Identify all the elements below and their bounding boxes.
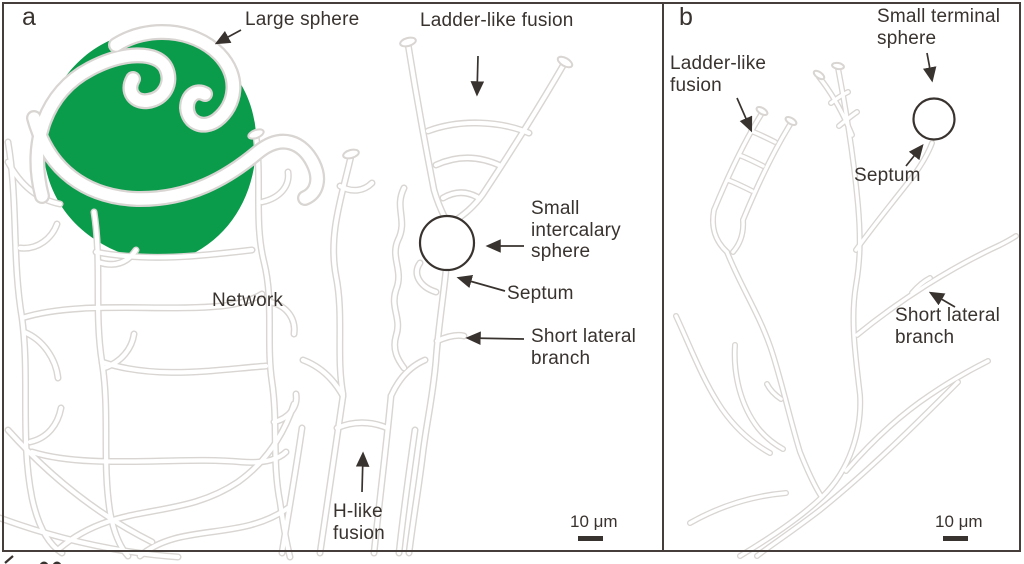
scale-bar-label-b: 10 μm — [935, 512, 983, 531]
panel-divider — [662, 2, 665, 552]
short-lateral-arrow-a — [465, 331, 525, 346]
h-fusion-line-1: H-like — [333, 501, 383, 522]
network-label: Network — [212, 290, 284, 311]
large-sphere-arrow — [214, 29, 242, 45]
intercalary-sphere-label: Small intercalary sphere — [531, 198, 621, 263]
short-lateral-label-b: Short lateral branch — [895, 305, 1000, 348]
ladder-b-line-2: fusion — [670, 74, 722, 96]
scale-bar-label-a: 10 μm — [570, 512, 618, 531]
short-lateral-b-line-2: branch — [895, 326, 955, 348]
terminal-sphere-arrow — [922, 52, 937, 83]
h-fusion-arrow — [355, 451, 370, 493]
terminal-line-2: sphere — [877, 27, 937, 49]
scale-bar-b — [943, 536, 968, 541]
septum-arrow-b — [905, 144, 924, 167]
intercalary-line-1: Small — [531, 198, 580, 219]
large-sphere-label: Large sphere — [245, 9, 360, 30]
septum-label-a: Septum — [507, 283, 574, 304]
open-tube-tips — [247, 36, 845, 160]
small-terminal-sphere-shape — [912, 97, 956, 141]
panel-a-letter: a — [22, 3, 36, 31]
short-lateral-b-line-1: Short lateral — [895, 305, 1001, 326]
ladder-b-line-1: Ladder-like — [670, 53, 767, 74]
h-fusion-line-2: fusion — [333, 522, 385, 544]
short-lateral-a-line-1: Short lateral — [531, 326, 637, 347]
septum-label-b: Septum — [854, 165, 921, 186]
small-intercalary-sphere-shape — [418, 214, 476, 272]
intercalary-line-3: sphere — [531, 241, 591, 262]
ladder-fusion-arrow-b — [736, 97, 753, 133]
annotation-arrows — [214, 29, 956, 493]
septum-arrow-a — [456, 274, 506, 292]
panel-b-letter: b — [679, 3, 693, 31]
ladder-fusion-arrow-a — [470, 55, 485, 97]
short-lateral-arrow-b — [928, 291, 956, 308]
cropped-caption-fragment — [4, 555, 62, 564]
short-lateral-label-a: Short lateral branch — [531, 326, 636, 369]
ladder-fusion-label-b: Ladder-like fusion — [670, 53, 766, 96]
ladder-fusion-label-a: Ladder-like fusion — [420, 10, 574, 31]
terminal-sphere-label: Small terminal sphere — [877, 6, 1000, 49]
terminal-line-1: Small terminal — [877, 6, 1001, 27]
scale-bar-a — [578, 536, 603, 541]
short-lateral-a-line-2: branch — [531, 347, 591, 369]
h-fusion-label: H-like fusion — [333, 501, 385, 544]
intercalary-line-2: intercalary — [531, 219, 621, 241]
